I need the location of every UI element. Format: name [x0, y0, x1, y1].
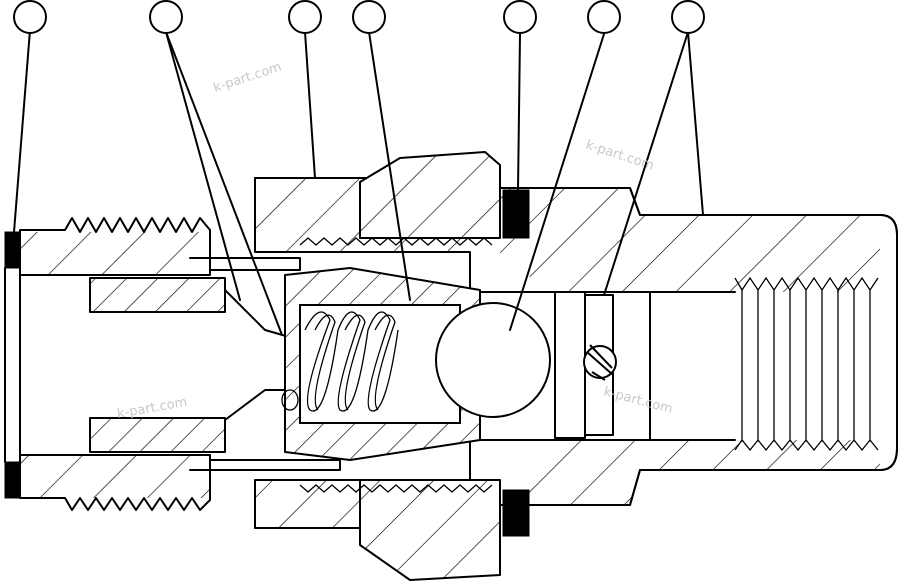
leader-line-7b	[687, 31, 704, 216]
callout-circle-5[interactable]	[503, 0, 537, 34]
callouts	[13, 0, 705, 336]
watermark-text: k-part.com	[212, 60, 284, 96]
callout-circle-1[interactable]	[13, 0, 47, 34]
coil-spring	[281, 311, 399, 412]
ball-retainer	[554, 291, 617, 439]
check-ball	[435, 302, 551, 418]
callout-circle-3[interactable]	[288, 0, 322, 34]
callout-circle-4[interactable]	[352, 0, 386, 34]
leader-line-2b	[165, 31, 283, 336]
callout-circle-7[interactable]	[671, 0, 705, 34]
body-seals	[502, 189, 530, 537]
left-nipple	[19, 217, 211, 511]
leader-line-5	[517, 33, 521, 191]
leader-line-2a	[165, 31, 241, 301]
female-thread	[649, 276, 879, 452]
watermark-text: k-part.com	[584, 138, 656, 174]
callout-circle-2[interactable]	[149, 0, 183, 34]
callout-circle-6[interactable]	[587, 0, 621, 34]
hex-nut	[359, 151, 501, 581]
leader-line-4	[368, 31, 411, 301]
leader-line-6	[509, 33, 605, 331]
nut-threads	[299, 237, 493, 493]
seat-carrier	[284, 267, 481, 461]
leader-line-1	[13, 29, 31, 233]
leader-line-7a	[603, 31, 689, 296]
right-housing	[254, 177, 898, 529]
left-seals	[4, 231, 21, 499]
leader-line-3	[304, 31, 316, 179]
